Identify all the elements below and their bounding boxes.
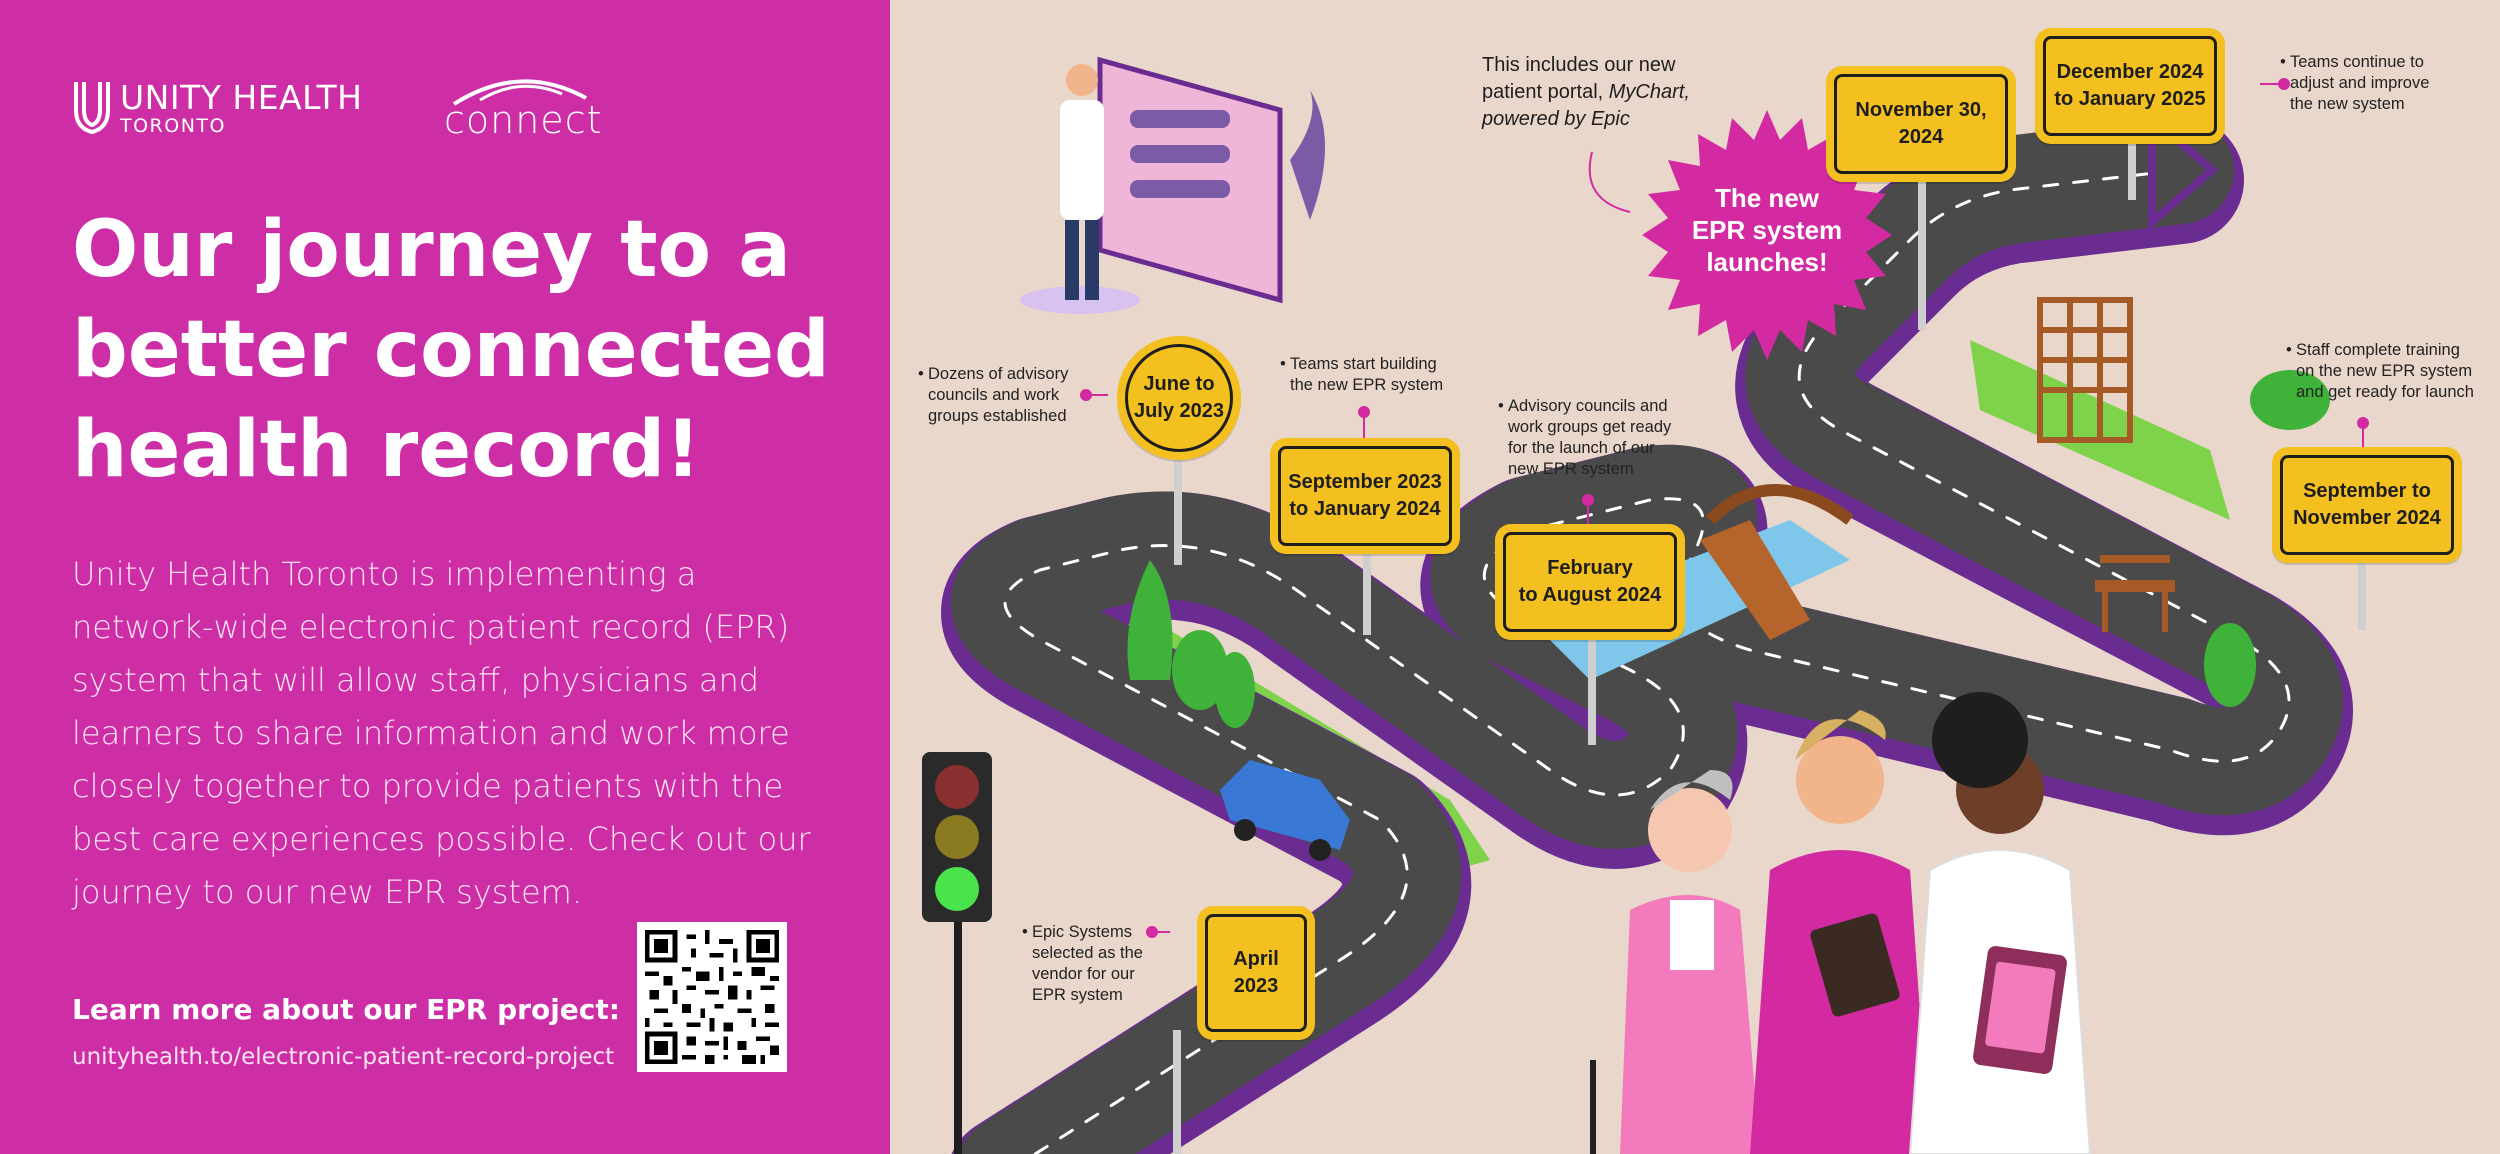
portal-note-line-1: This includes our new: [1482, 54, 1676, 76]
traffic-light-icon: [922, 752, 992, 1154]
note-line: Teams continue to: [2290, 53, 2424, 71]
note-line: the new system: [2290, 95, 2405, 113]
milestone-sign-april-2023: April 2023: [1197, 906, 1315, 1040]
milestone-date: December 2024: [2056, 61, 2204, 83]
note-line: Teams start building: [1290, 355, 1437, 373]
note-line: groups established: [928, 407, 1067, 425]
headline-line-3: health record!: [72, 405, 701, 495]
milestone-note-june-july-2023: •Dozens of advisory councils and work gr…: [918, 364, 1098, 427]
nurse-illustration: [1750, 710, 1930, 1154]
connect-logo: connect: [444, 72, 601, 140]
unity-health-logo-icon: [74, 82, 110, 134]
milestone-date: September to: [2303, 480, 2431, 502]
left-panel: UNITY HEALTH TORONTO connect Our journey…: [0, 0, 890, 1154]
milestone-note-april-2023: •Epic Systems selected as the vendor for…: [1022, 922, 1162, 1006]
milestone-date: to January 2025: [2054, 88, 2206, 110]
note-line: new EPR system: [1508, 460, 1634, 478]
tree-icon: [1127, 370, 2330, 728]
bullet: •: [2280, 53, 2286, 71]
milestone-sign-dec-2024-jan-2025: December 2024 to January 2025: [2035, 28, 2225, 144]
sign-posts: [1173, 140, 2366, 1154]
note-line: adjust and improve: [2290, 74, 2430, 92]
description-paragraph: Unity Health Toronto is implementing a n…: [72, 555, 811, 911]
brand-name: UNITY HEALTH: [120, 78, 363, 117]
milestone-sign-sept-2023-jan-2024: September 2023 to January 2024: [1270, 438, 1460, 554]
arrow-icon: [2148, 109, 2219, 231]
portal-note-line-3: powered by Epic: [1482, 106, 1722, 133]
headline-line-1: Our journey to a: [72, 205, 791, 295]
milestone-date: September 2023: [1288, 471, 1442, 493]
note-line: Epic Systems: [1032, 923, 1132, 941]
note-line: the new EPR system: [1290, 376, 1444, 394]
portal-note: This includes our new patient portal, My…: [1482, 52, 1722, 133]
page-title: Our journey to a better connected health…: [72, 200, 852, 500]
milestone-date: 2023: [1233, 975, 1279, 997]
bullet: •: [1022, 923, 1028, 941]
milestone-sign-feb-aug-2024: February to August 2024: [1495, 524, 1685, 640]
note-line: vendor for our: [1032, 965, 1135, 983]
portal-note-prefix: patient portal,: [1482, 81, 1609, 103]
note-line: selected as the: [1032, 944, 1143, 962]
connect-arc-icon: [452, 79, 587, 106]
milestone-note-sept-nov-2024: •Staff complete training on the new EPR …: [2286, 340, 2486, 403]
launch-line-3: launches!: [1706, 247, 1828, 277]
launch-line-1: The new: [1714, 183, 1819, 213]
portal-note-epic: powered by Epic: [1482, 108, 1630, 130]
note-line: on the new EPR system: [2296, 362, 2473, 380]
physician-illustration-2: [1908, 692, 2092, 1154]
milestone-date: June to: [1143, 373, 1215, 395]
learn-more-label: Learn more about our EPR project:: [72, 993, 620, 1026]
unity-health-logo: UNITY HEALTH TORONTO: [72, 78, 372, 142]
milestone-date: to August 2024: [1518, 584, 1662, 606]
launch-line-2: EPR system: [1691, 215, 1843, 245]
portal-note-line-2: patient portal, MyChart,: [1482, 79, 1722, 106]
milestone-date: November 2024: [2293, 507, 2441, 529]
car-icon: [1220, 760, 1350, 861]
qr-code[interactable]: [637, 922, 787, 1072]
trellis-icon: [2037, 297, 2133, 443]
milestone-date: February: [1547, 557, 1633, 579]
milestone-date: to January 2024: [1289, 498, 1441, 520]
learn-more-link[interactable]: unityhealth.to/electronic-patient-record…: [72, 1044, 615, 1070]
milestone-sign-nov-30-2024: November 30, 2024: [1826, 66, 2016, 182]
bullet: •: [918, 365, 924, 383]
bridge-icon: [1700, 484, 1854, 640]
note-line: for the launch of our: [1508, 439, 1655, 457]
milestone-date: 2024: [1898, 126, 1944, 148]
note-line: EPR system: [1032, 986, 1123, 1004]
milestone-sign-june-july-2023: June to July 2023: [1117, 336, 1241, 460]
launch-text: The new EPR system launches!: [1642, 182, 1892, 278]
brand-city: TORONTO: [120, 115, 226, 137]
portal-note-mychart: MyChart,: [1608, 81, 1690, 103]
patient-illustration: [1590, 770, 1760, 1154]
headline-line-2: better connected: [72, 305, 830, 395]
note-line: and get ready for launch: [2296, 383, 2474, 401]
bullet: •: [1280, 355, 1286, 373]
note-line: councils and work: [928, 386, 1060, 404]
note-line: Dozens of advisory: [928, 365, 1069, 383]
milestone-note-dec-2024-jan-2025: •Teams continue to adjust and improve th…: [2280, 52, 2460, 115]
milestone-date: July 2023: [1133, 400, 1225, 422]
milestone-date: November 30,: [1855, 99, 1987, 121]
note-line: work groups get ready: [1508, 418, 1672, 436]
journey-scene: This includes our new patient portal, My…: [890, 0, 2500, 1154]
milestone-note-sept-2023-jan-2024: •Teams start building the new EPR system: [1280, 354, 1470, 396]
qr-code-icon: [645, 930, 779, 1064]
note-line: Staff complete training: [2296, 341, 2460, 359]
connect-wordmark: connect: [444, 98, 603, 142]
milestone-date: April: [1233, 948, 1279, 970]
physician-illustration: [1020, 56, 1325, 314]
bench-icon: [2095, 555, 2175, 632]
note-connector-dots: [1080, 78, 2369, 938]
note-line: Advisory councils and: [1508, 397, 1668, 415]
milestone-note-feb-aug-2024: •Advisory councils and work groups get r…: [1498, 396, 1698, 480]
bullet: •: [2286, 341, 2292, 359]
milestone-sign-sept-nov-2024: September to November 2024: [2272, 447, 2462, 563]
bullet: •: [1498, 397, 1504, 415]
